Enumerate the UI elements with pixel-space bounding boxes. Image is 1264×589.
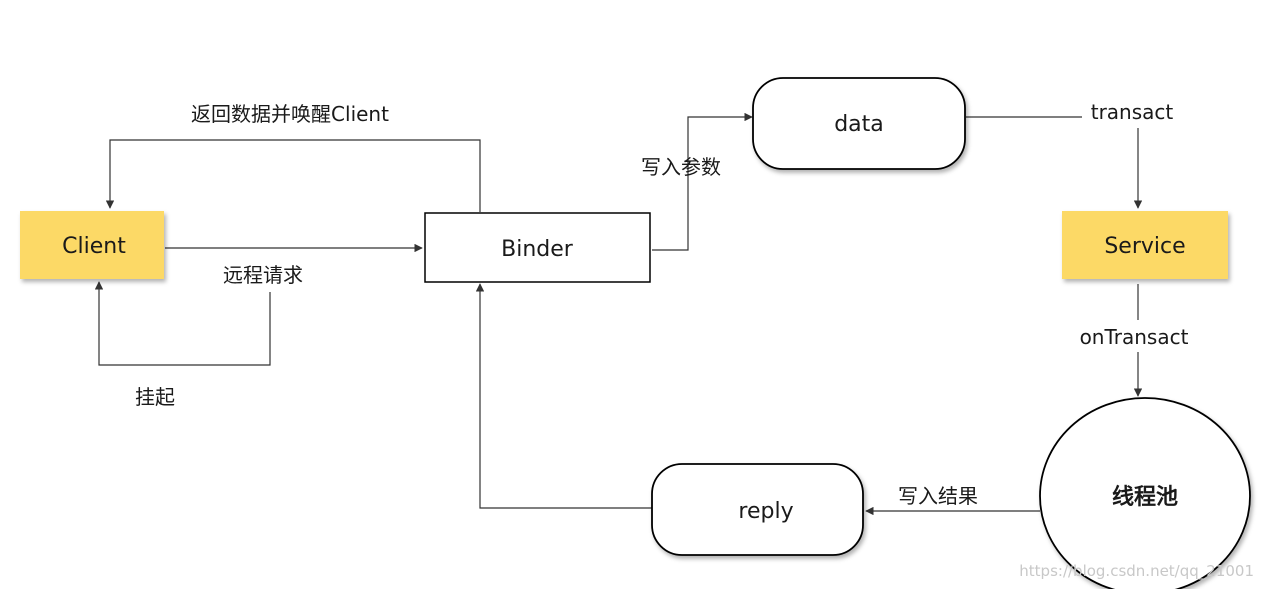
- thread-pool-label: 线程池: [1112, 484, 1178, 510]
- client-node: [20, 211, 164, 279]
- label-suspend: 挂起: [135, 385, 175, 409]
- label-write-result: 写入结果: [898, 484, 978, 508]
- label-remote-request: 远程请求: [223, 263, 303, 287]
- label-ontransact: onTransact: [1080, 325, 1189, 349]
- data-label: data: [834, 112, 884, 137]
- label-transact: transact: [1091, 100, 1174, 124]
- edge-suspend-loop: [94, 281, 271, 366]
- binder-label: Binder: [501, 237, 574, 262]
- service-node: [1062, 211, 1228, 279]
- edge-binder-to-data: [652, 112, 753, 251]
- edge-reply-to-binder: [475, 283, 652, 509]
- binder-node: [424, 212, 651, 283]
- thread-pool-node: [1039, 397, 1251, 589]
- client-label: Client: [62, 234, 126, 259]
- label-write-params: 写入参数: [641, 155, 721, 179]
- reply-node: [651, 463, 864, 556]
- watermark-text: https://blog.csdn.net/qq_21001: [1019, 562, 1254, 581]
- service-label: Service: [1104, 234, 1185, 259]
- reply-label: reply: [738, 499, 793, 524]
- data-node: [752, 77, 966, 170]
- label-return-and-wake-client: 返回数据并唤醒Client: [191, 102, 389, 126]
- edge-binder-to-client-return: [105, 139, 481, 212]
